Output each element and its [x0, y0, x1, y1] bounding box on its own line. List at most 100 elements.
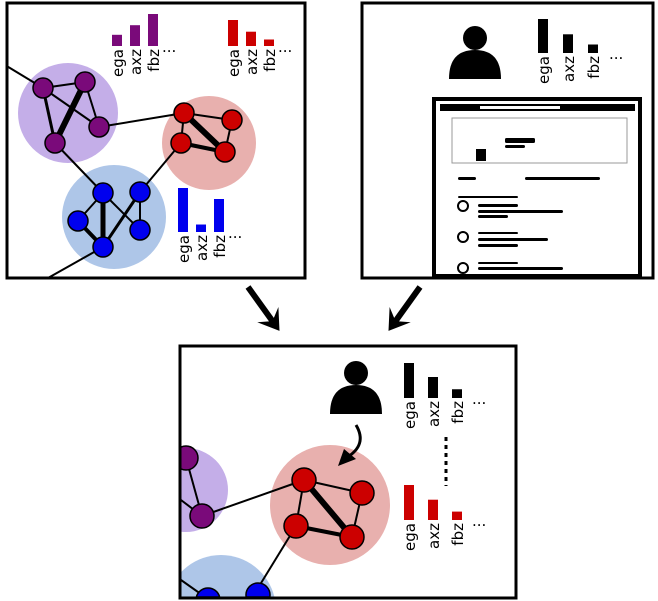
graph-node — [44, 132, 66, 154]
graph-node — [129, 181, 151, 203]
arrow-head-icon — [388, 307, 411, 331]
bar-label-ega: ega — [401, 523, 419, 551]
graph-node — [173, 102, 195, 124]
bar-fbz — [264, 39, 274, 46]
bar-fbz — [452, 511, 462, 520]
bar-label-ega: ega — [401, 401, 419, 429]
bar-label-ega: ega — [225, 49, 243, 77]
bar-fbz — [588, 44, 598, 53]
bar-label-axz: axz — [127, 49, 145, 75]
edge — [54, 142, 104, 194]
screenshot-avatar — [476, 149, 486, 161]
screenshot-text-blur — [478, 244, 518, 247]
graph-node — [245, 582, 271, 597]
screenshot-frame — [432, 97, 642, 278]
bar-fbz — [452, 389, 462, 398]
screenshot-text-blur — [478, 210, 563, 213]
screenshot-text-blur — [478, 238, 548, 241]
bar-ega — [538, 19, 548, 53]
assignment-arrow-head-icon — [338, 449, 356, 466]
bar-label-ega: ega — [109, 49, 127, 77]
bar-ega — [404, 485, 414, 520]
bar-label-axz: axz — [425, 401, 443, 427]
screenshot-card — [451, 117, 628, 164]
bar-ega — [228, 20, 238, 46]
bar-label-fbz: fbz — [449, 401, 467, 424]
edge — [101, 191, 142, 248]
bar-fbz — [148, 14, 158, 46]
screenshot-post-avatar — [457, 231, 469, 243]
person-body-icon — [330, 385, 382, 414]
edge — [98, 112, 185, 128]
screenshot-post-avatar — [457, 262, 469, 274]
screenshot-text-blur — [478, 267, 563, 270]
graph-node — [170, 132, 192, 154]
graph-node — [88, 116, 110, 138]
edge — [52, 80, 88, 145]
person-head-icon — [463, 26, 487, 50]
bar-label-axz: axz — [560, 56, 578, 82]
ellipsis-label: ... — [472, 512, 486, 530]
graph-node — [291, 467, 317, 493]
bar-axz — [428, 377, 438, 398]
screenshot-text-blur — [478, 262, 518, 264]
screenshot-text-blur — [458, 196, 518, 198]
bar-label-fbz: fbz — [449, 523, 467, 546]
graph-node — [129, 219, 151, 241]
bar-label-axz: axz — [243, 49, 261, 75]
screenshot-text-blur — [478, 204, 518, 207]
person-head-icon — [344, 361, 368, 385]
graph-node — [92, 236, 114, 258]
screenshot-post-avatar — [457, 200, 469, 212]
graph-node — [67, 210, 89, 232]
graph-node — [195, 587, 221, 597]
bar-label-ega: ega — [535, 56, 553, 84]
ellipsis-label: ... — [609, 45, 623, 63]
community-graph-panel-border — [5, 1, 307, 280]
bar-axz — [130, 25, 140, 46]
graph-node — [339, 524, 365, 550]
assignment-panel-border — [178, 344, 518, 600]
bar-label-axz: axz — [425, 523, 443, 549]
bar-axz — [196, 224, 206, 232]
user-profile-panel-border — [360, 1, 655, 280]
bar-axz — [428, 499, 438, 520]
arrow-shaft — [245, 285, 279, 328]
graph-node — [349, 480, 375, 506]
arrow-shaft — [389, 285, 423, 328]
screenshot-text-blur — [458, 177, 476, 180]
profile-screenshot — [432, 97, 642, 278]
screenshot-text-blur — [505, 145, 525, 148]
person-body-icon — [449, 50, 501, 79]
bar-fbz — [214, 199, 224, 232]
bar-axz — [246, 31, 256, 46]
bar-label-fbz: fbz — [585, 56, 603, 79]
bar-label-fbz: fbz — [261, 49, 279, 72]
bar-ega — [404, 363, 414, 398]
ellipsis-label: ... — [278, 38, 292, 56]
ellipsis-label: ... — [162, 38, 176, 56]
screenshot-text-blur — [478, 215, 508, 218]
screenshot-text-blur — [505, 138, 535, 143]
graph-node — [189, 503, 215, 529]
graph-node — [92, 182, 114, 204]
bar-label-fbz: fbz — [211, 235, 229, 258]
merge-arrows — [245, 285, 423, 331]
graph-node — [221, 109, 243, 131]
graph-node — [214, 141, 236, 163]
graph-node — [32, 77, 54, 99]
graph-node — [74, 71, 96, 93]
bar-label-fbz: fbz — [145, 49, 163, 72]
graph-node — [181, 445, 199, 471]
bar-label-axz: axz — [193, 235, 211, 261]
ellipsis-label: ... — [472, 390, 486, 408]
ellipsis-label: ... — [228, 224, 242, 242]
screenshot-text-blur — [478, 232, 518, 234]
screenshot-text-blur — [525, 177, 600, 180]
bar-ega — [112, 34, 122, 46]
arrow-head-icon — [257, 307, 280, 331]
